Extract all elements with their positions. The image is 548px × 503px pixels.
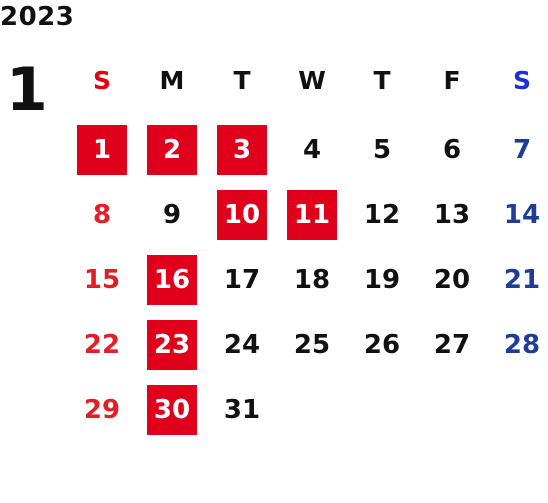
day-cell: 29	[83, 395, 121, 425]
month-label: 1	[6, 55, 48, 125]
weekday-header-wed: W	[298, 65, 326, 95]
day-cell: 2	[147, 125, 197, 175]
day-cell: 16	[147, 255, 197, 305]
day-cell: 12	[363, 200, 401, 230]
weekday-header-fri: F	[443, 65, 461, 95]
weekday-header-sun: S	[92, 65, 111, 95]
day-cell: 9	[162, 200, 182, 230]
day-cell: 14	[503, 200, 541, 230]
day-cell: 1	[77, 125, 127, 175]
day-cell: 6	[442, 135, 462, 165]
day-cell: 11	[287, 190, 337, 240]
day-cell: 26	[363, 330, 401, 360]
day-cell: 17	[223, 265, 261, 295]
day-cell: 13	[433, 200, 471, 230]
day-cell: 20	[433, 265, 471, 295]
day-cell: 5	[372, 135, 392, 165]
year-label: 2023	[0, 2, 75, 32]
day-cell: 31	[223, 395, 261, 425]
day-cell: 27	[433, 330, 471, 360]
weekday-header-tue: T	[233, 65, 251, 95]
day-cell: 21	[503, 265, 541, 295]
day-cell: 7	[512, 135, 532, 165]
day-cell: 30	[147, 385, 197, 435]
day-cell: 19	[363, 265, 401, 295]
day-cell: 8	[92, 200, 112, 230]
day-cell: 25	[293, 330, 331, 360]
day-cell: 24	[223, 330, 261, 360]
day-cell: 3	[217, 125, 267, 175]
day-cell: 23	[147, 320, 197, 370]
day-cell: 22	[83, 330, 121, 360]
day-cell: 15	[83, 265, 121, 295]
weekday-header-mon: M	[159, 65, 185, 95]
day-cell: 4	[302, 135, 322, 165]
day-cell: 28	[503, 330, 541, 360]
weekday-header-sat: S	[512, 65, 531, 95]
day-cell: 18	[293, 265, 331, 295]
weekday-header-thu: T	[373, 65, 391, 95]
day-cell: 10	[217, 190, 267, 240]
